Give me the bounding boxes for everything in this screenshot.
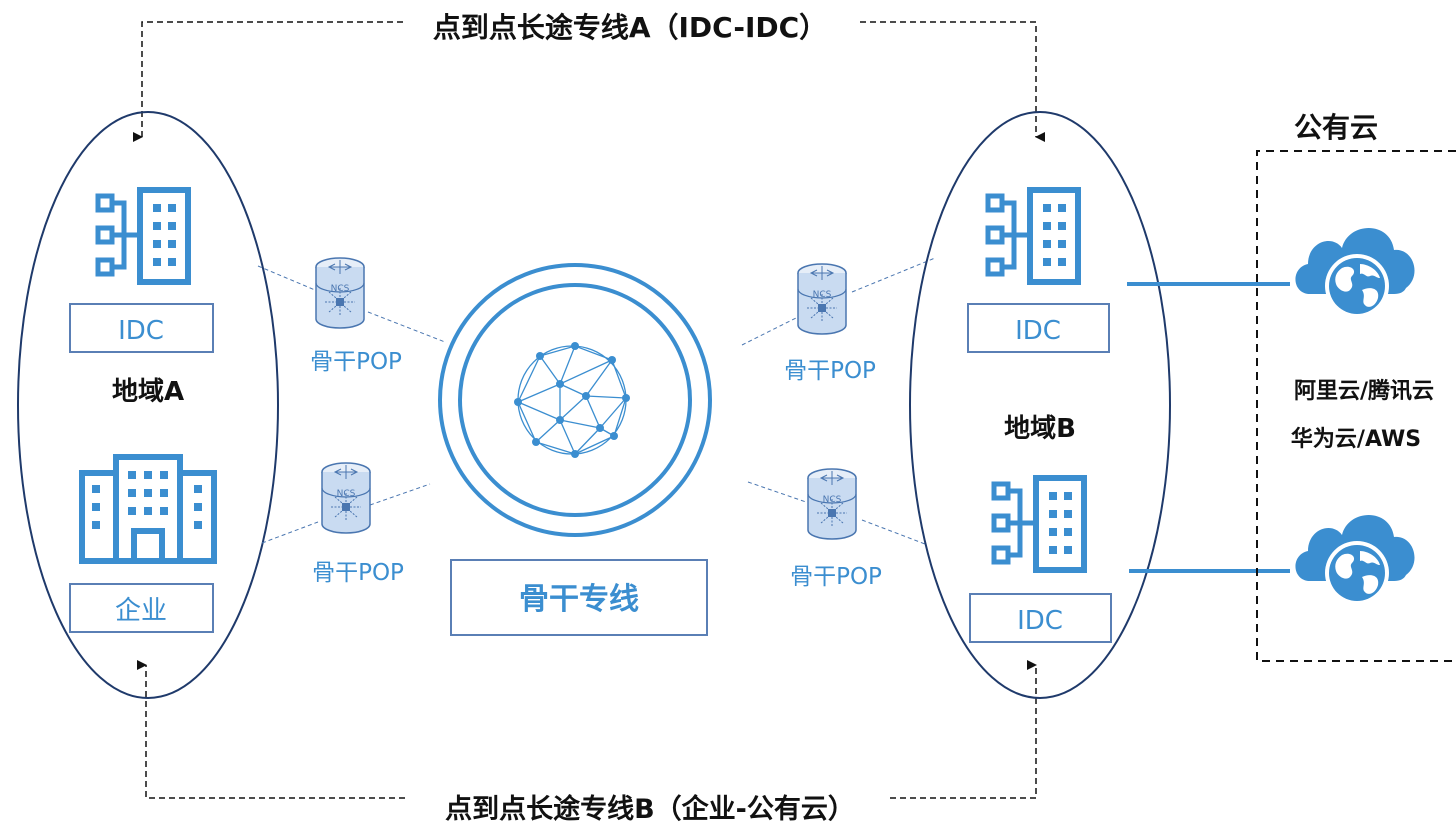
region-b-idc2-label: IDC [1017, 606, 1063, 636]
cloud-providers-line1: 阿里云/腾讯云 [1294, 379, 1434, 404]
region-b-idc1-icon [988, 190, 1078, 282]
connector-a-bottom-2 [369, 483, 431, 506]
top-link-title: 点到点长途专线A（IDC-IDC） [433, 11, 827, 44]
cloud-bottom-icon [1295, 515, 1415, 605]
pop-b-bottom-label: 骨干POP [790, 564, 882, 590]
region-a-idc-box [69, 303, 214, 353]
enterprise-building-icon [79, 454, 217, 564]
region-a-enterprise-label: 企业 [115, 596, 167, 626]
backbone-box [450, 559, 708, 636]
mesh-globe-nodes [514, 342, 630, 458]
backbone-inner-ring [458, 283, 692, 517]
region-b-idc1-box [967, 303, 1110, 353]
backbone-outer-ring [438, 263, 712, 537]
connector-b-bottom-1 [747, 481, 807, 503]
pop-a-bottom-label: 骨干POP [312, 560, 404, 586]
region-b-ellipse [909, 111, 1171, 699]
pop-a-top-label: 骨干POP [310, 349, 402, 375]
region-a-label: 地域A [112, 377, 184, 407]
pop-b-top-label: 骨干POP [784, 358, 876, 384]
cloud-providers-line2: 华为云/AWS [1291, 426, 1421, 452]
region-b-idc1-label: IDC [1015, 316, 1061, 346]
pop-b-top-ncs: NCS [813, 290, 832, 300]
pop-a-bottom-ncs: NCS [337, 489, 356, 499]
pop-b-bottom-ncs: NCS [823, 495, 842, 505]
cloud-top-icon [1295, 228, 1415, 318]
bottom-link-line-right [890, 660, 1037, 799]
public-cloud-box [1256, 150, 1456, 662]
region-a-idc-label: IDC [118, 316, 164, 346]
connector-a-top-1 [257, 265, 316, 291]
connector-a-bottom-1 [261, 521, 319, 544]
region-b-idc2-box [969, 593, 1112, 643]
top-link-line-right [860, 21, 1045, 142]
region-a-idc-icon [98, 190, 188, 282]
connector-b-bottom-2 [861, 519, 926, 545]
region-b-idc2-icon [994, 478, 1084, 570]
public-cloud-title: 公有云 [1294, 111, 1378, 144]
pop-a-top-ncs: NCS [331, 284, 350, 294]
connector-b-top-1 [741, 317, 797, 346]
region-a-enterprise-box [69, 583, 214, 633]
connector-a-top-2 [367, 311, 446, 343]
top-link-line-left [133, 21, 405, 142]
region-a-ellipse [17, 111, 279, 699]
backbone-label: 骨干专线 [519, 582, 639, 617]
bottom-link-title: 点到点长途专线B（企业-公有云） [445, 793, 855, 825]
region-b-label: 地域B [1004, 414, 1076, 444]
connector-b-top-2 [851, 257, 936, 293]
